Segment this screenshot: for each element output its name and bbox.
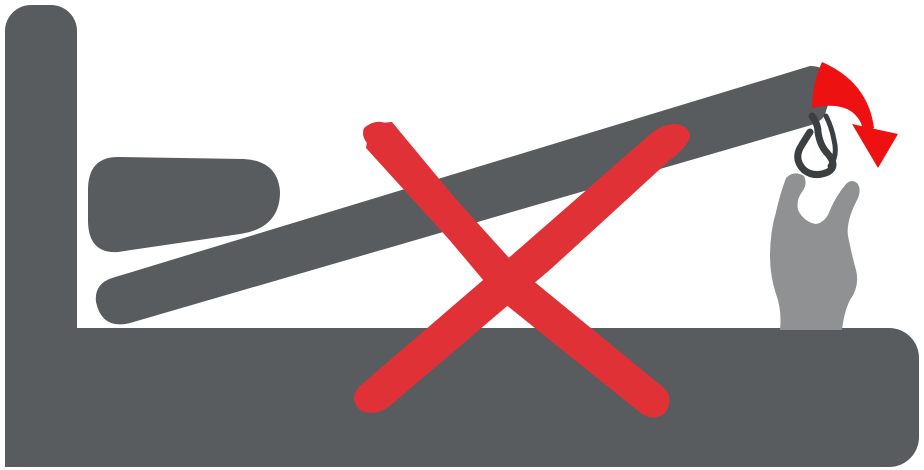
bed-base-corner (5, 328, 105, 467)
bed-base (5, 328, 919, 467)
hand-icon (770, 173, 860, 330)
